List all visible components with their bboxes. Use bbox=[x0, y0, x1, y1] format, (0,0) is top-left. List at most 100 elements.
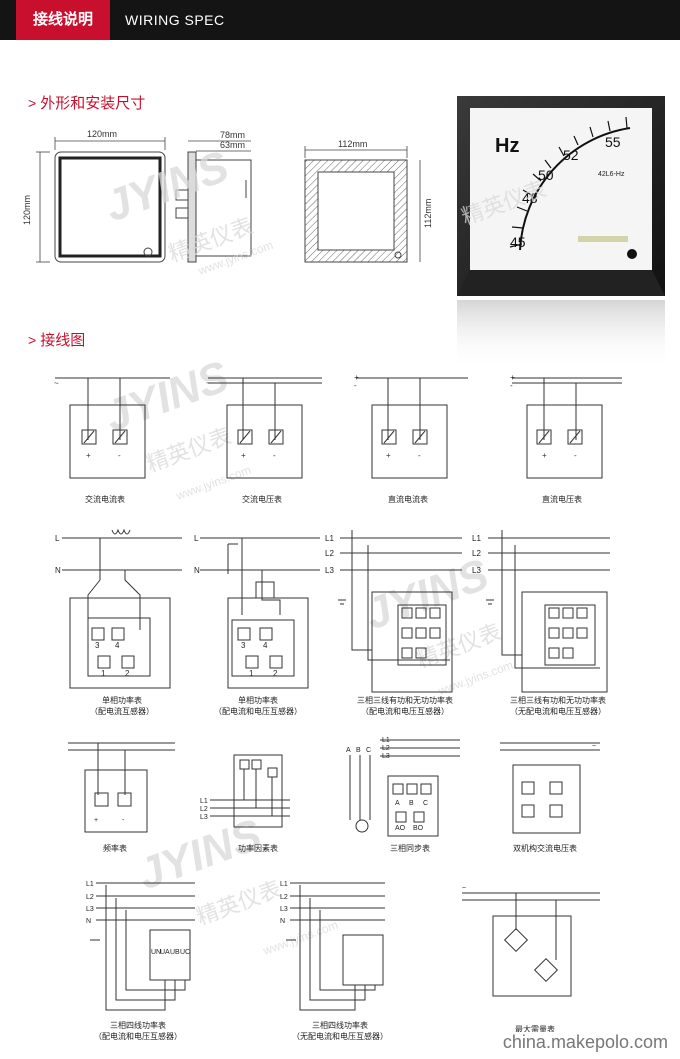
svg-text:L3: L3 bbox=[382, 753, 390, 760]
svg-text:精英仪表: 精英仪表 bbox=[193, 876, 284, 930]
svg-text:+: + bbox=[510, 373, 515, 382]
svg-text:UA: UA bbox=[160, 949, 170, 956]
svg-text:-: - bbox=[273, 451, 276, 460]
diagram-dc-voltmeter bbox=[512, 377, 622, 479]
diagram-frequency-meter bbox=[68, 742, 175, 833]
meter-model: 42L6-Hz bbox=[598, 171, 625, 178]
header-tab[interactable]: 接线说明 bbox=[16, 0, 110, 40]
diagram-captions: 交流电流表 交流电压表 直流电流表 直流电压表 单相功率表 （配电流互感器） 单… bbox=[85, 494, 606, 1041]
svg-text:~: ~ bbox=[206, 379, 211, 388]
diagram-single-phase-power-ct-pt bbox=[200, 537, 320, 689]
svg-text:+: + bbox=[386, 451, 391, 460]
svg-text:L2: L2 bbox=[382, 745, 390, 752]
section-wiring-title: >接线图 bbox=[28, 329, 85, 350]
meter-photo: Hz 45 48 50 52 55 42L6-Hz bbox=[457, 96, 665, 370]
svg-text:BO: BO bbox=[413, 825, 424, 832]
svg-text:L2: L2 bbox=[200, 806, 208, 813]
svg-text:L2: L2 bbox=[472, 549, 481, 558]
caption-dual-voltmeter: 双机构交流电压表 bbox=[513, 843, 577, 853]
row3-diagrams bbox=[68, 739, 600, 837]
svg-text:+: + bbox=[354, 373, 359, 382]
diagram-dual-ac-voltmeter bbox=[500, 742, 600, 834]
caption-single-phase-ctpt: 单相功率表 bbox=[238, 695, 278, 705]
caption-3p3w-direct: 三相三线有功和无功功率表 bbox=[510, 695, 606, 705]
diagram-three-phase-4wire-direct bbox=[286, 882, 385, 1011]
svg-text:L1: L1 bbox=[280, 881, 288, 888]
footer-watermark: china.makepolo.com bbox=[498, 1032, 672, 1053]
svg-text:L1: L1 bbox=[325, 534, 334, 543]
svg-text:-: - bbox=[118, 451, 121, 460]
svg-text:L1: L1 bbox=[200, 798, 208, 805]
caption-3p3w-ctpt: 三相三线有功和无功功率表 bbox=[357, 695, 453, 705]
svg-text:45: 45 bbox=[510, 234, 526, 250]
svg-text:L2: L2 bbox=[280, 894, 288, 901]
diagram-three-phase-3wire-direct bbox=[486, 530, 610, 693]
svg-text:+: + bbox=[542, 451, 547, 460]
svg-text:A: A bbox=[395, 800, 400, 807]
caption-3p4w-direct-sub: （无配电流和电压互感器） bbox=[292, 1031, 388, 1041]
svg-text:N: N bbox=[280, 918, 285, 925]
meter-ticks bbox=[509, 116, 628, 248]
row1-diagrams bbox=[55, 377, 622, 479]
svg-text:N: N bbox=[194, 566, 200, 575]
chevron-right-icon: > bbox=[28, 95, 37, 111]
diagram-synchroscope bbox=[349, 739, 460, 837]
diagram-three-phase-3wire-ct-pt bbox=[338, 530, 462, 693]
diagram-ac-ammeter bbox=[55, 377, 170, 479]
caption-3p3w-ctpt-sub: （配电流和电压互感器） bbox=[361, 706, 449, 716]
dim-body-depth: 63mm bbox=[220, 140, 245, 150]
svg-text:48: 48 bbox=[522, 190, 538, 206]
svg-text:C: C bbox=[423, 800, 428, 807]
svg-text:-: - bbox=[354, 381, 357, 390]
section-dimensions-title: >外形和安装尺寸 bbox=[28, 92, 145, 113]
caption-single-phase-ctpt-sub: （配电流和电压互感器） bbox=[214, 706, 302, 716]
dim-total-depth: 78mm bbox=[220, 130, 245, 140]
diagram-ac-voltmeter bbox=[208, 377, 322, 479]
caption-single-phase-ct-sub: （配电流互感器） bbox=[90, 706, 154, 716]
svg-text:L1: L1 bbox=[382, 737, 390, 744]
svg-text:L2: L2 bbox=[325, 549, 334, 558]
svg-text:B: B bbox=[409, 800, 414, 807]
front-view bbox=[54, 151, 166, 263]
diagram-max-demand-meter bbox=[462, 892, 600, 997]
dim-front-height: 120mm bbox=[22, 195, 32, 225]
svg-text:-: - bbox=[418, 451, 421, 460]
svg-text:N: N bbox=[55, 566, 61, 575]
caption-3p4w-ctpt-sub: （配电流和电压互感器） bbox=[94, 1031, 182, 1041]
dimension-drawings bbox=[36, 137, 421, 263]
diagram-single-phase-power-ct bbox=[62, 528, 182, 689]
caption-single-phase-ct: 单相功率表 bbox=[102, 695, 142, 705]
svg-text:精英仪表: 精英仪表 bbox=[143, 423, 234, 477]
row1-symbols: ~ ~ +- +- +- +- +- +- bbox=[54, 373, 577, 460]
header-bar: 接线说明 WIRING SPEC bbox=[0, 0, 680, 40]
header-title: WIRING SPEC bbox=[125, 12, 225, 28]
svg-text:L3: L3 bbox=[280, 906, 288, 913]
diagram-three-phase-4wire-ct-pt bbox=[90, 882, 195, 1011]
svg-text:L1: L1 bbox=[472, 534, 481, 543]
caption-ac-ammeter: 交流电流表 bbox=[85, 494, 125, 504]
caption-ac-voltmeter: 交流电压表 bbox=[242, 494, 282, 504]
meter-scale: 45 48 50 52 55 bbox=[510, 134, 621, 250]
svg-text:C: C bbox=[366, 747, 371, 754]
svg-text:-: - bbox=[122, 817, 125, 824]
svg-text:+: + bbox=[86, 451, 91, 460]
svg-text:-: - bbox=[574, 451, 577, 460]
svg-text:3: 3 bbox=[241, 641, 246, 650]
svg-text:L1: L1 bbox=[86, 881, 94, 888]
svg-text:JYINS: JYINS bbox=[99, 142, 235, 232]
svg-text:L3: L3 bbox=[86, 906, 94, 913]
chevron-right-icon: > bbox=[28, 332, 37, 348]
svg-text:2: 2 bbox=[273, 669, 278, 678]
section-wiring-label: 接线图 bbox=[40, 332, 86, 349]
svg-text:2: 2 bbox=[125, 669, 130, 678]
svg-text:B: B bbox=[356, 747, 361, 754]
caption-3p3w-direct-sub: （无配电流和电压互感器） bbox=[510, 706, 606, 716]
dim-cutout-width: 112mm bbox=[338, 139, 367, 149]
svg-text:L: L bbox=[55, 534, 60, 543]
wiring-spec-graphic: 120mm 120mm 78mm 63mm 112mm 112mm Hz 45 … bbox=[22, 96, 665, 1041]
caption-dc-voltmeter: 直流电压表 bbox=[542, 494, 582, 504]
svg-text:L3: L3 bbox=[200, 814, 208, 821]
